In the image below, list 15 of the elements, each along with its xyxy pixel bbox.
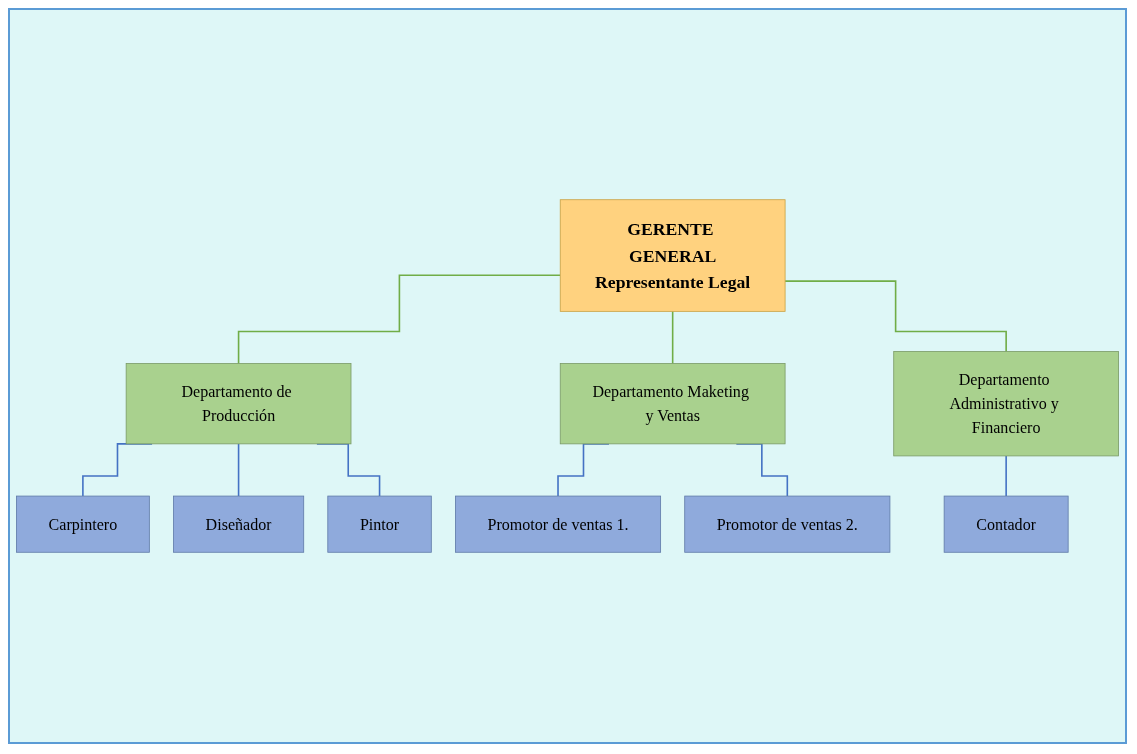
node-box: Promotor de ventas 1.: [455, 495, 661, 553]
connector: [1005, 455, 1007, 497]
connector: [237, 274, 562, 365]
node-box: Pintor: [327, 495, 432, 553]
node-box: Departamento de Producción: [125, 363, 352, 445]
node-box: Carpintero: [16, 495, 150, 553]
connector: [671, 310, 674, 365]
node-box: Departamento Administrativo y Financiero: [893, 351, 1119, 457]
node-box: Diseñador: [173, 495, 305, 553]
node-box: GERENTE GENERAL Representante Legal: [559, 199, 786, 312]
node-box: Departamento Maketing y Ventas: [559, 363, 786, 445]
connector: [237, 443, 240, 497]
connector: [784, 280, 1007, 353]
node-box: Contador: [943, 495, 1069, 553]
node-box: Promotor de ventas 2.: [684, 495, 891, 553]
